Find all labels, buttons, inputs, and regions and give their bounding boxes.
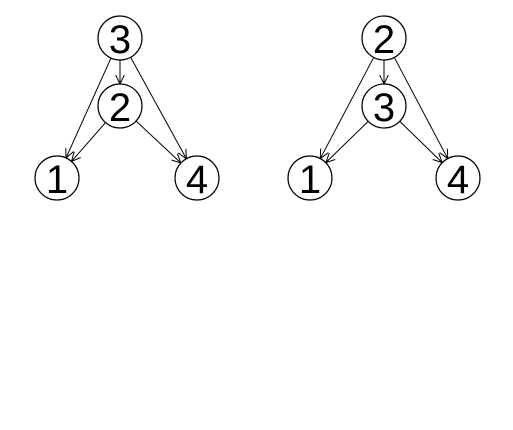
edge-middle-to-left (71, 122, 106, 162)
edge-middle-to-right (135, 120, 182, 164)
node-left-circle (287, 155, 333, 201)
edge-middle-to-left (325, 120, 369, 164)
edge-top-to-right (393, 57, 449, 159)
node-right-label: 4 (447, 158, 469, 202)
node-middle-circle (97, 83, 143, 129)
node-top-label: 2 (373, 18, 395, 62)
edge-middle-to-right (399, 120, 443, 164)
node-left-circle (34, 155, 80, 201)
node-left-label: 1 (299, 158, 321, 202)
node-right-label: 4 (186, 158, 208, 202)
edge-top-to-left (319, 57, 375, 159)
dag-graph-right: 2 3 1 4 (287, 15, 481, 202)
edge-top-to-right (130, 57, 187, 159)
node-middle-label: 3 (373, 86, 395, 130)
node-right-circle (174, 155, 220, 201)
node-top-circle (361, 15, 407, 61)
dag-graph-left: 3 21 4 (34, 15, 220, 202)
node-top-circle (97, 15, 143, 61)
node-middle-circle (361, 83, 407, 129)
node-middle-label: 2 (109, 86, 131, 130)
node-left-label: 1 (46, 158, 68, 202)
node-top-label: 3 (109, 18, 131, 62)
edge-top-to-left (65, 57, 112, 159)
node-right-circle (435, 155, 481, 201)
